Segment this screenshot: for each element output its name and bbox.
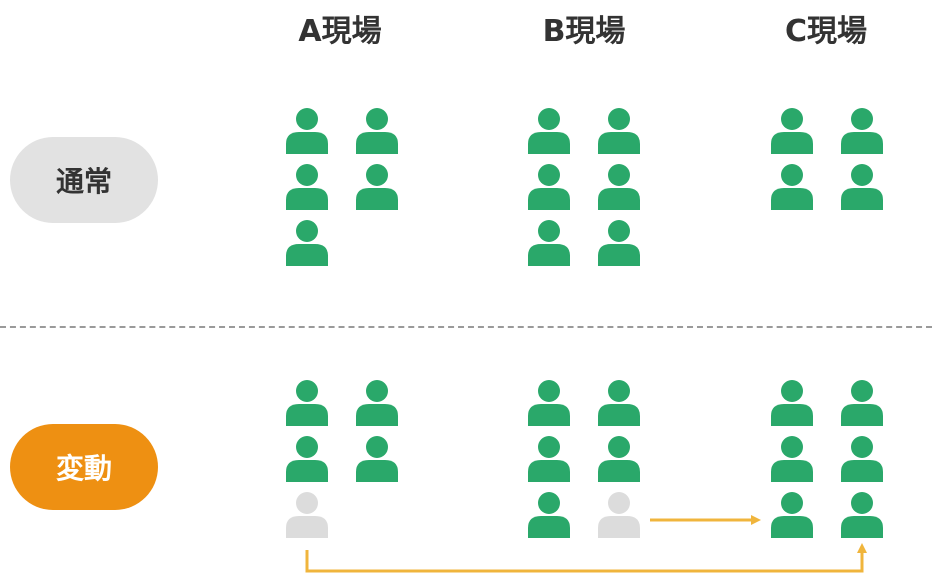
worker-icon — [597, 434, 641, 484]
transfer-arrow-a-to-c — [305, 543, 867, 573]
normal-row-label: 通常 — [10, 137, 158, 223]
site-b-header: B現場 — [542, 14, 626, 49]
worker-icon — [770, 378, 814, 428]
worker-icon — [597, 162, 641, 212]
change-row-label: 変動 — [10, 424, 158, 510]
worker-icon — [597, 106, 641, 156]
moved-worker-icon — [285, 490, 329, 540]
worker-icon — [840, 490, 884, 540]
moved-worker-icon — [597, 490, 641, 540]
worker-icon — [285, 434, 329, 484]
site-c-header: C現場 — [784, 14, 868, 49]
worker-icon — [527, 106, 571, 156]
worker-icon — [355, 378, 399, 428]
worker-icon — [285, 162, 329, 212]
worker-icon — [597, 218, 641, 268]
site-a-header: A現場 — [298, 14, 382, 49]
worker-icon — [770, 490, 814, 540]
worker-icon — [527, 378, 571, 428]
worker-icon — [355, 434, 399, 484]
worker-icon — [840, 162, 884, 212]
worker-icon — [840, 434, 884, 484]
worker-icon — [770, 162, 814, 212]
worker-icon — [527, 218, 571, 268]
row-divider — [0, 326, 932, 328]
worker-icon — [770, 106, 814, 156]
worker-icon — [355, 162, 399, 212]
worker-icon — [285, 106, 329, 156]
worker-icon — [527, 434, 571, 484]
worker-icon — [840, 106, 884, 156]
worker-icon — [355, 106, 399, 156]
worker-icon — [527, 162, 571, 212]
worker-icon — [840, 378, 884, 428]
worker-icon — [527, 490, 571, 540]
worker-icon — [770, 434, 814, 484]
worker-icon — [285, 218, 329, 268]
worker-icon — [285, 378, 329, 428]
worker-icon — [597, 378, 641, 428]
